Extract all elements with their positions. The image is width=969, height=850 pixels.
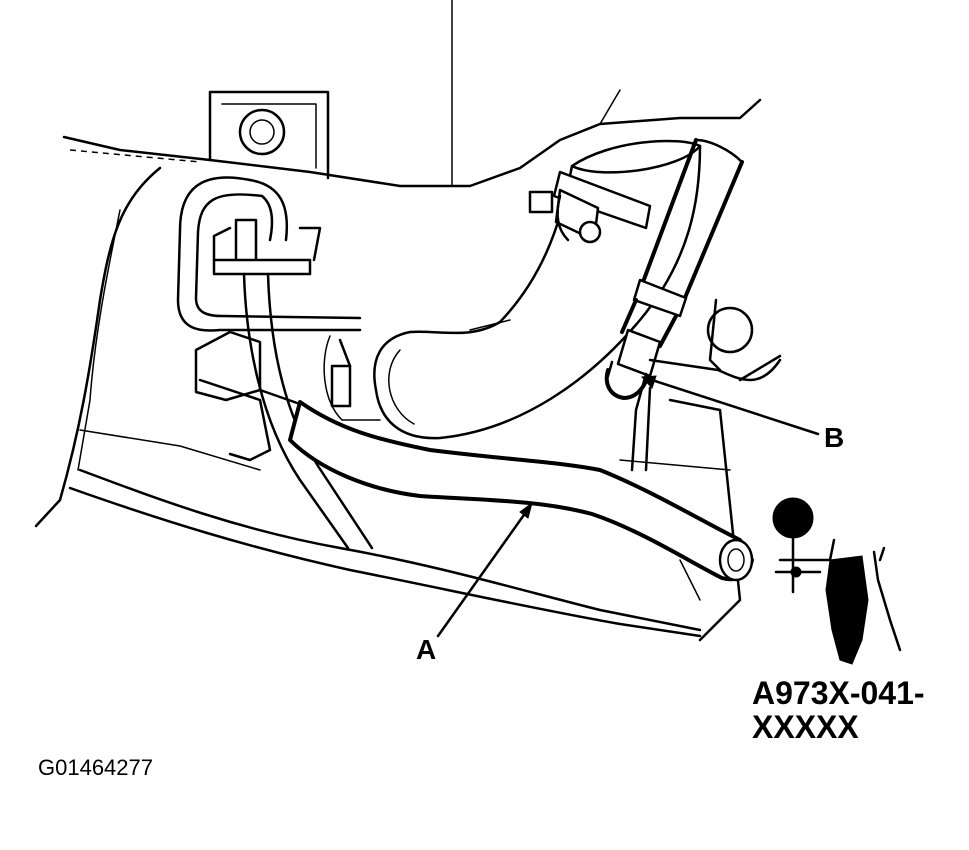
special-tool-icon — [772, 497, 902, 665]
lower-components — [194, 319, 511, 462]
callout-label-a: A — [416, 634, 437, 665]
hose-a — [288, 400, 754, 582]
upper-body-panel — [62, 0, 762, 188]
metal-tube-loop — [176, 176, 362, 332]
tool-part-number: A973X-041- XXXXX — [752, 676, 925, 744]
tool-part-number-line2: XXXXX — [752, 709, 859, 745]
lower-frame — [68, 429, 702, 638]
arrow-a-head — [519, 501, 533, 519]
fender-edge — [34, 166, 162, 528]
tube-fitting — [212, 218, 322, 276]
figure-id: G01464277 — [38, 755, 153, 780]
tool-part-number-line1: A973X-041- — [752, 675, 925, 711]
arrow-b-head — [640, 375, 657, 389]
hose-clamp — [528, 170, 652, 244]
callout-label-b: B — [824, 422, 845, 453]
right-panel — [619, 298, 782, 642]
leader-lines — [436, 375, 820, 638]
